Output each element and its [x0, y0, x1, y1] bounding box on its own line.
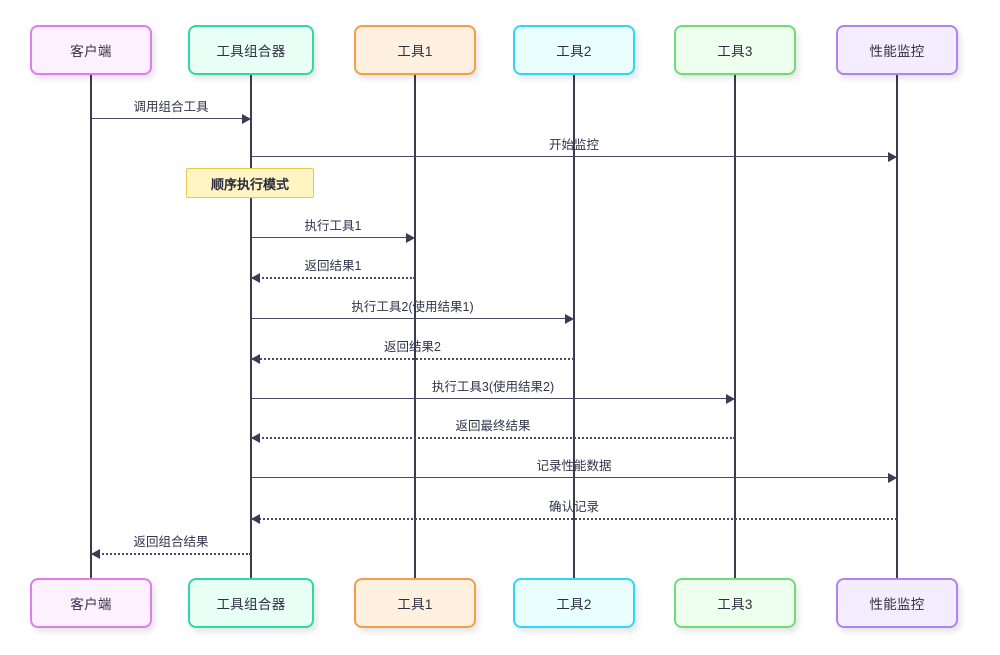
participant-label-monitor: 性能监控 — [869, 44, 925, 59]
message-line-7 — [251, 437, 735, 439]
message-arrowhead-2 — [406, 233, 415, 243]
participant-box-monitor-bottom[interactable]: 性能监控 — [836, 578, 958, 628]
message-label-3: 返回结果1 — [304, 259, 362, 273]
participant-box-tool2-top[interactable]: 工具2 — [513, 25, 635, 75]
participant-label-composer: 工具组合器 — [216, 44, 286, 59]
message-arrowhead-1 — [888, 152, 897, 162]
note-label: 顺序执行模式 — [210, 176, 289, 192]
message-line-10 — [91, 553, 251, 555]
message-label-5: 返回结果2 — [384, 340, 441, 354]
participant-label-client: 客户端 — [70, 597, 112, 612]
participant-box-composer-bottom[interactable]: 工具组合器 — [188, 578, 314, 628]
message-line-5 — [251, 358, 574, 360]
message-line-0 — [91, 118, 251, 119]
participant-label-tool2: 工具2 — [556, 44, 592, 59]
message-arrowhead-8 — [888, 473, 897, 483]
lifeline-tool3 — [734, 75, 736, 578]
participant-label-tool2: 工具2 — [556, 597, 592, 612]
message-label-2: 执行工具1 — [304, 219, 362, 233]
message-arrowhead-5 — [251, 354, 260, 364]
message-label-9: 确认记录 — [548, 500, 600, 514]
participant-box-tool1-top[interactable]: 工具1 — [354, 25, 476, 75]
message-label-6: 执行工具3(使用结果2) — [431, 380, 555, 394]
message-line-6 — [251, 398, 735, 399]
lifeline-monitor — [896, 75, 898, 578]
participant-label-composer: 工具组合器 — [216, 597, 286, 612]
message-line-1 — [251, 156, 897, 157]
message-arrowhead-10 — [91, 549, 100, 559]
lifeline-client — [90, 75, 92, 578]
message-arrowhead-9 — [251, 514, 260, 524]
message-line-9 — [251, 518, 897, 520]
participant-box-monitor-top[interactable]: 性能监控 — [836, 25, 958, 75]
message-label-10: 返回组合结果 — [133, 535, 209, 549]
participant-box-tool1-bottom[interactable]: 工具1 — [354, 578, 476, 628]
participant-label-tool1: 工具1 — [397, 597, 433, 612]
participant-box-composer-top[interactable]: 工具组合器 — [188, 25, 314, 75]
lifeline-tool2 — [573, 75, 575, 578]
message-line-8 — [251, 477, 897, 478]
message-label-7: 返回最终结果 — [455, 419, 531, 433]
participant-box-tool3-top[interactable]: 工具3 — [674, 25, 796, 75]
participant-label-tool3: 工具3 — [717, 44, 753, 59]
participant-box-client-bottom[interactable]: 客户端 — [30, 578, 152, 628]
message-arrowhead-6 — [726, 394, 735, 404]
participant-label-monitor: 性能监控 — [869, 597, 925, 612]
participant-label-tool1: 工具1 — [397, 44, 433, 59]
lifeline-composer — [250, 75, 252, 578]
message-arrowhead-3 — [251, 273, 260, 283]
message-line-2 — [251, 237, 415, 238]
participant-box-tool3-bottom[interactable]: 工具3 — [674, 578, 796, 628]
message-arrowhead-4 — [565, 314, 574, 324]
note-sequential-execution-mode[interactable]: 顺序执行模式 — [186, 168, 314, 198]
participant-box-client-top[interactable]: 客户端 — [30, 25, 152, 75]
message-label-0: 调用组合工具 — [133, 100, 209, 114]
participant-box-tool2-bottom[interactable]: 工具2 — [513, 578, 635, 628]
message-line-3 — [251, 277, 415, 279]
participant-label-tool3: 工具3 — [717, 597, 753, 612]
message-label-1: 开始监控 — [548, 138, 600, 152]
lifeline-tool1 — [414, 75, 416, 578]
message-label-4: 执行工具2(使用结果1) — [351, 300, 474, 314]
message-arrowhead-0 — [242, 114, 251, 124]
message-line-4 — [251, 318, 574, 319]
participant-label-client: 客户端 — [70, 44, 112, 59]
message-label-8: 记录性能数据 — [536, 459, 612, 473]
message-arrowhead-7 — [251, 433, 260, 443]
